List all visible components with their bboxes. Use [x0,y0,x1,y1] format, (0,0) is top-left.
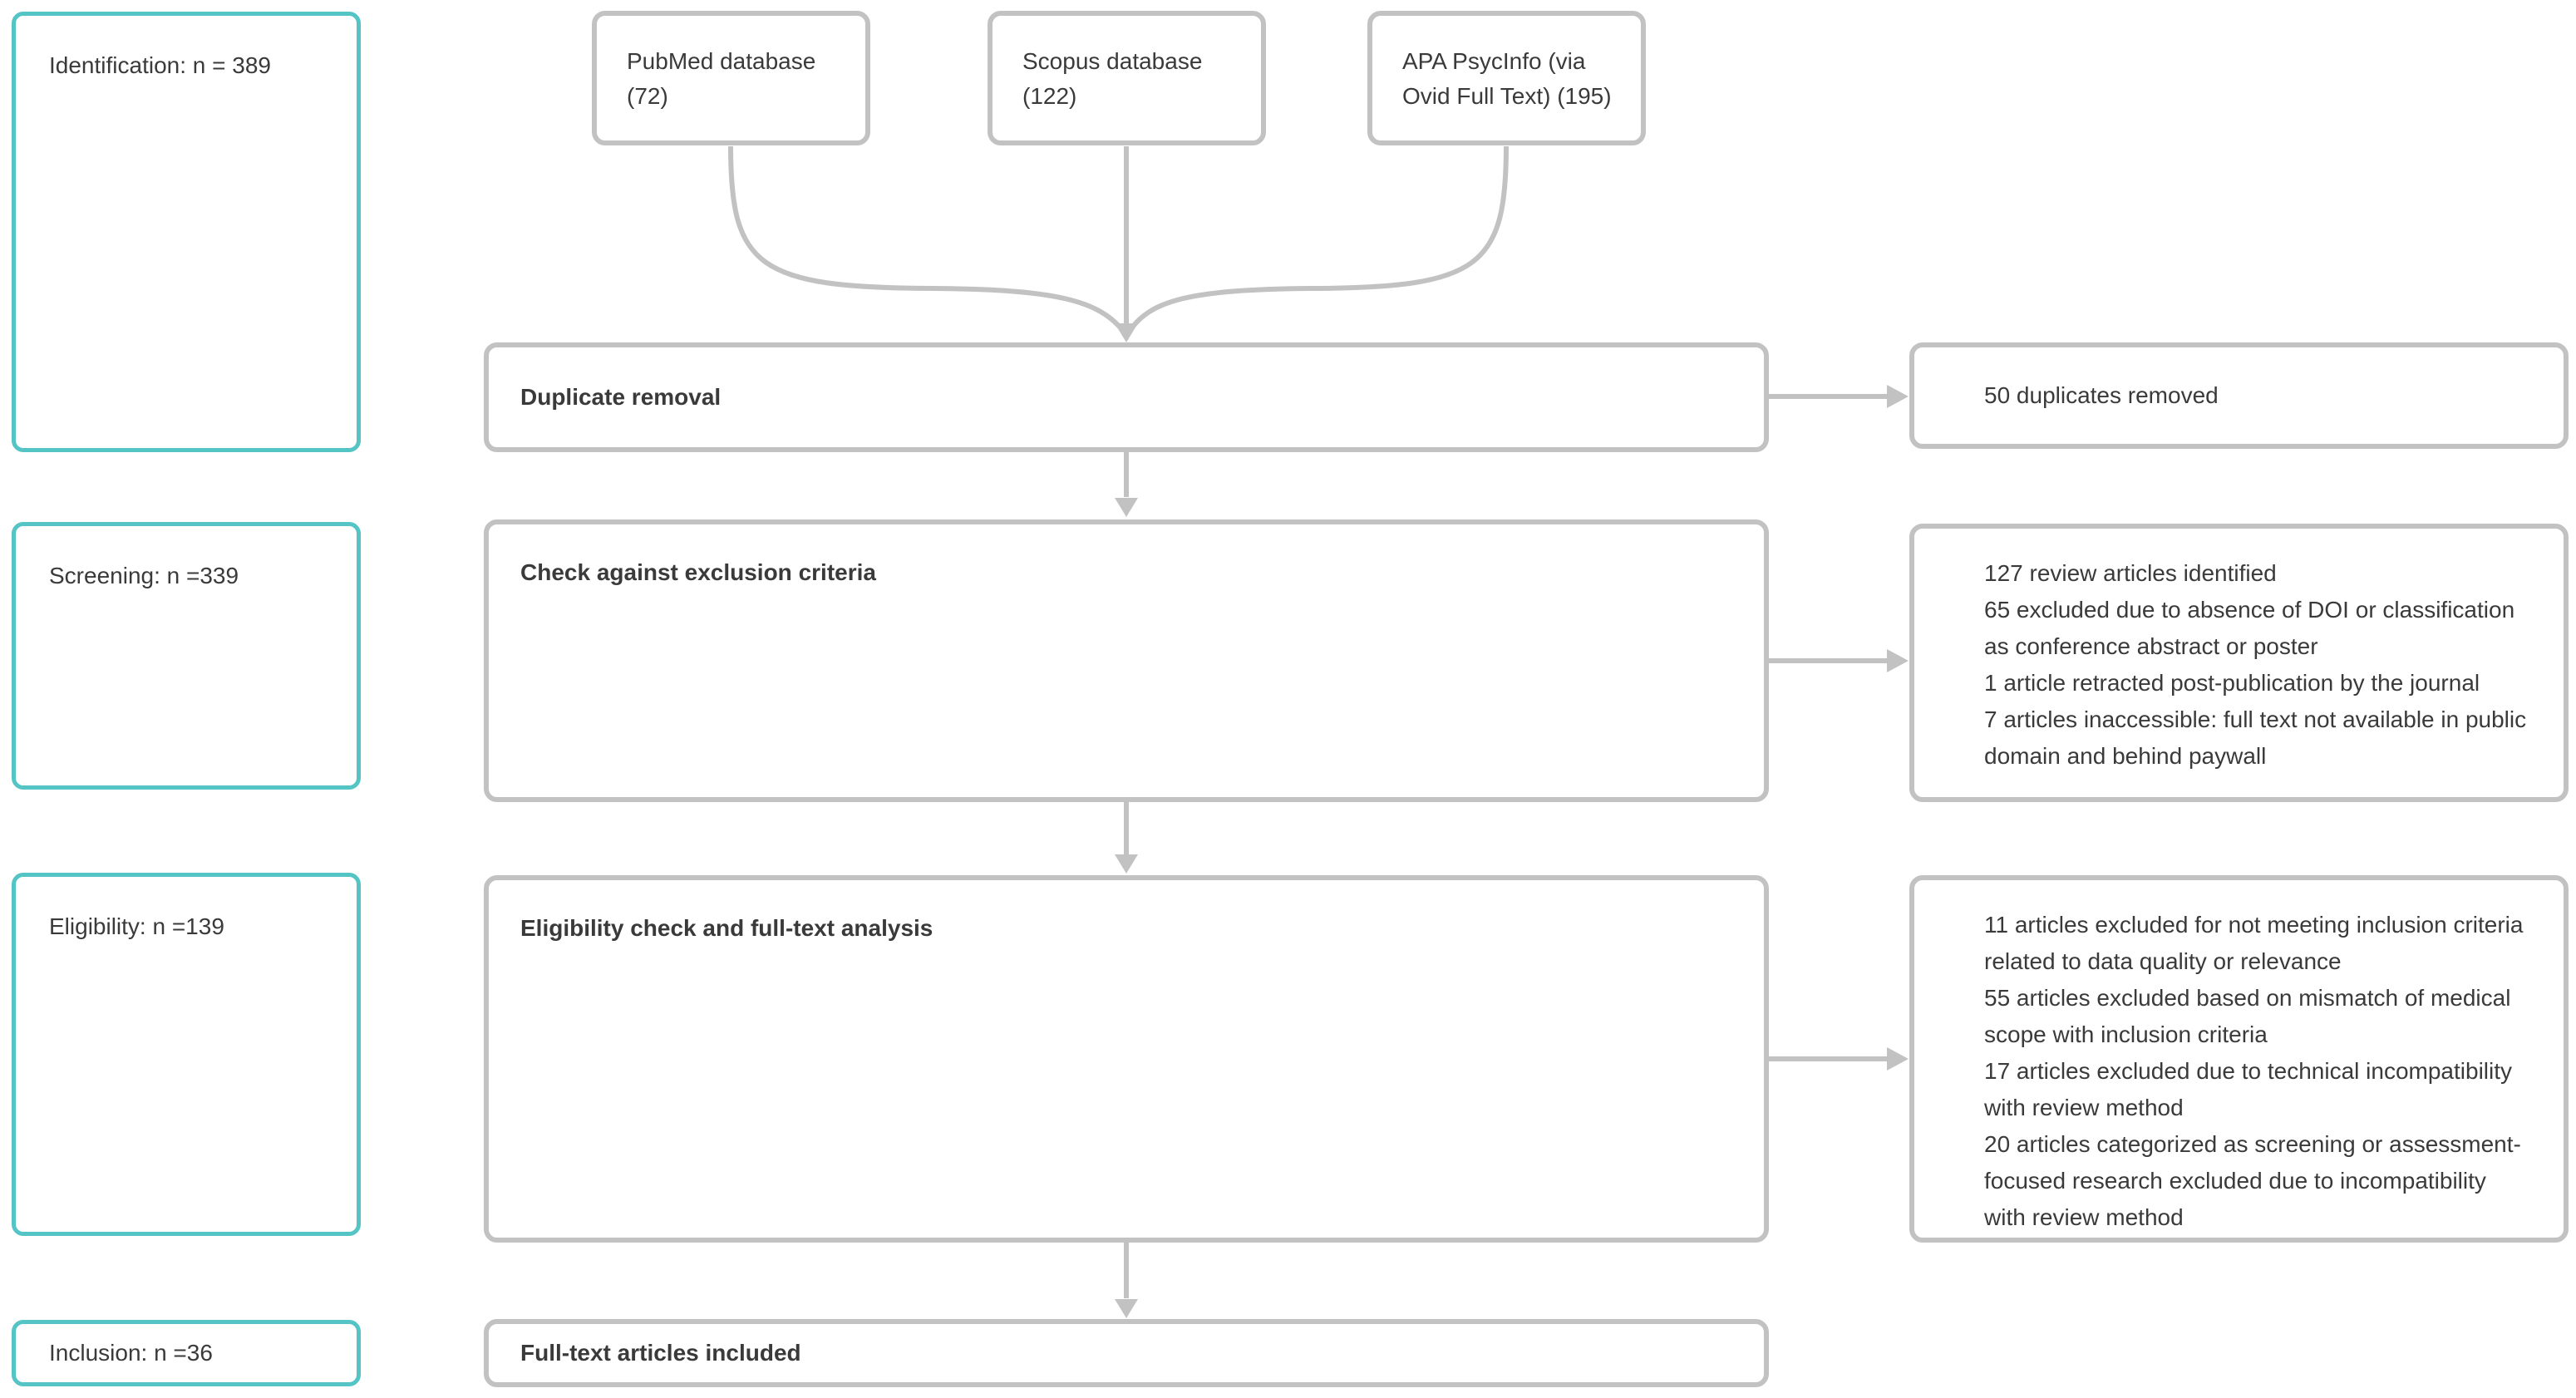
outcome-line: 65 excluded due to absence of DOI or cla… [1984,597,2515,659]
arrow-right-icon [1887,385,1909,408]
stage-label: Inclusion: n =36 [49,1340,213,1366]
stage-box-inclusion: Inclusion: n =36 [12,1320,361,1386]
arrow-right-icon [1887,1047,1909,1071]
source-box-psycinfo: APA PsycInfo (via Ovid Full Text) (195) [1367,11,1646,145]
outcome-line: 7 articles inaccessible: full text not a… [1984,706,2527,769]
process-label: Full-text articles included [520,1340,801,1366]
process-box-duplicate-removal: Duplicate removal [484,342,1769,452]
process-box-fulltext-included: Full-text articles included [484,1319,1769,1387]
outcome-box-screening-exclusions: 127 review articles identified 65 exclud… [1909,524,2569,802]
connector-psycinfo-merge [1127,145,1509,332]
source-count: Ovid Full Text) (195) [1402,83,1612,109]
stage-label: Eligibility: n =139 [49,913,224,939]
outcome-box-eligibility-exclusions: 11 articles excluded for not meeting inc… [1909,875,2569,1243]
arrow-down-icon [1115,498,1138,517]
outcome-line: 127 review articles identified [1984,560,2277,586]
source-name: Scopus database [1022,48,1203,74]
stage-box-identification: Identification: n = 389 [12,12,361,452]
arrow-right-icon [1887,649,1909,672]
outcome-line: 50 duplicates removed [1984,382,2219,408]
source-name: PubMed database [627,48,816,74]
process-box-eligibility-check: Eligibility check and full-text analysis [484,875,1769,1243]
source-box-pubmed: PubMed database (72) [592,11,870,145]
process-label: Eligibility check and full-text analysis [520,915,933,941]
source-count: (72) [627,83,668,109]
source-box-scopus: Scopus database (122) [988,11,1266,145]
outcome-line: 17 articles excluded due to technical in… [1984,1058,2513,1120]
outcome-line: 55 articles excluded based on mismatch o… [1984,985,2511,1047]
arrow-down-icon [1115,854,1138,874]
process-label: Check against exclusion criteria [520,559,876,585]
source-count: (122) [1022,83,1077,109]
outcome-line: 20 articles categorized as screening or … [1984,1131,2521,1230]
connector-pubmed-merge [728,145,1125,332]
process-box-exclusion-check: Check against exclusion criteria [484,519,1769,802]
stage-label: Screening: n =339 [49,563,239,588]
process-label: Duplicate removal [520,384,722,410]
arrow-down-icon [1115,1299,1138,1318]
arrow-down-icon [1115,323,1138,342]
outcome-box-duplicates-removed: 50 duplicates removed [1909,342,2569,449]
outcome-line: 1 article retracted post-publication by … [1984,670,2480,696]
stage-box-screening: Screening: n =339 [12,522,361,790]
outcome-line: 11 articles excluded for not meeting inc… [1984,912,2524,974]
stage-label: Identification: n = 389 [49,52,271,78]
source-name: APA PsycInfo (via [1402,48,1586,74]
stage-box-eligibility: Eligibility: n =139 [12,873,361,1236]
